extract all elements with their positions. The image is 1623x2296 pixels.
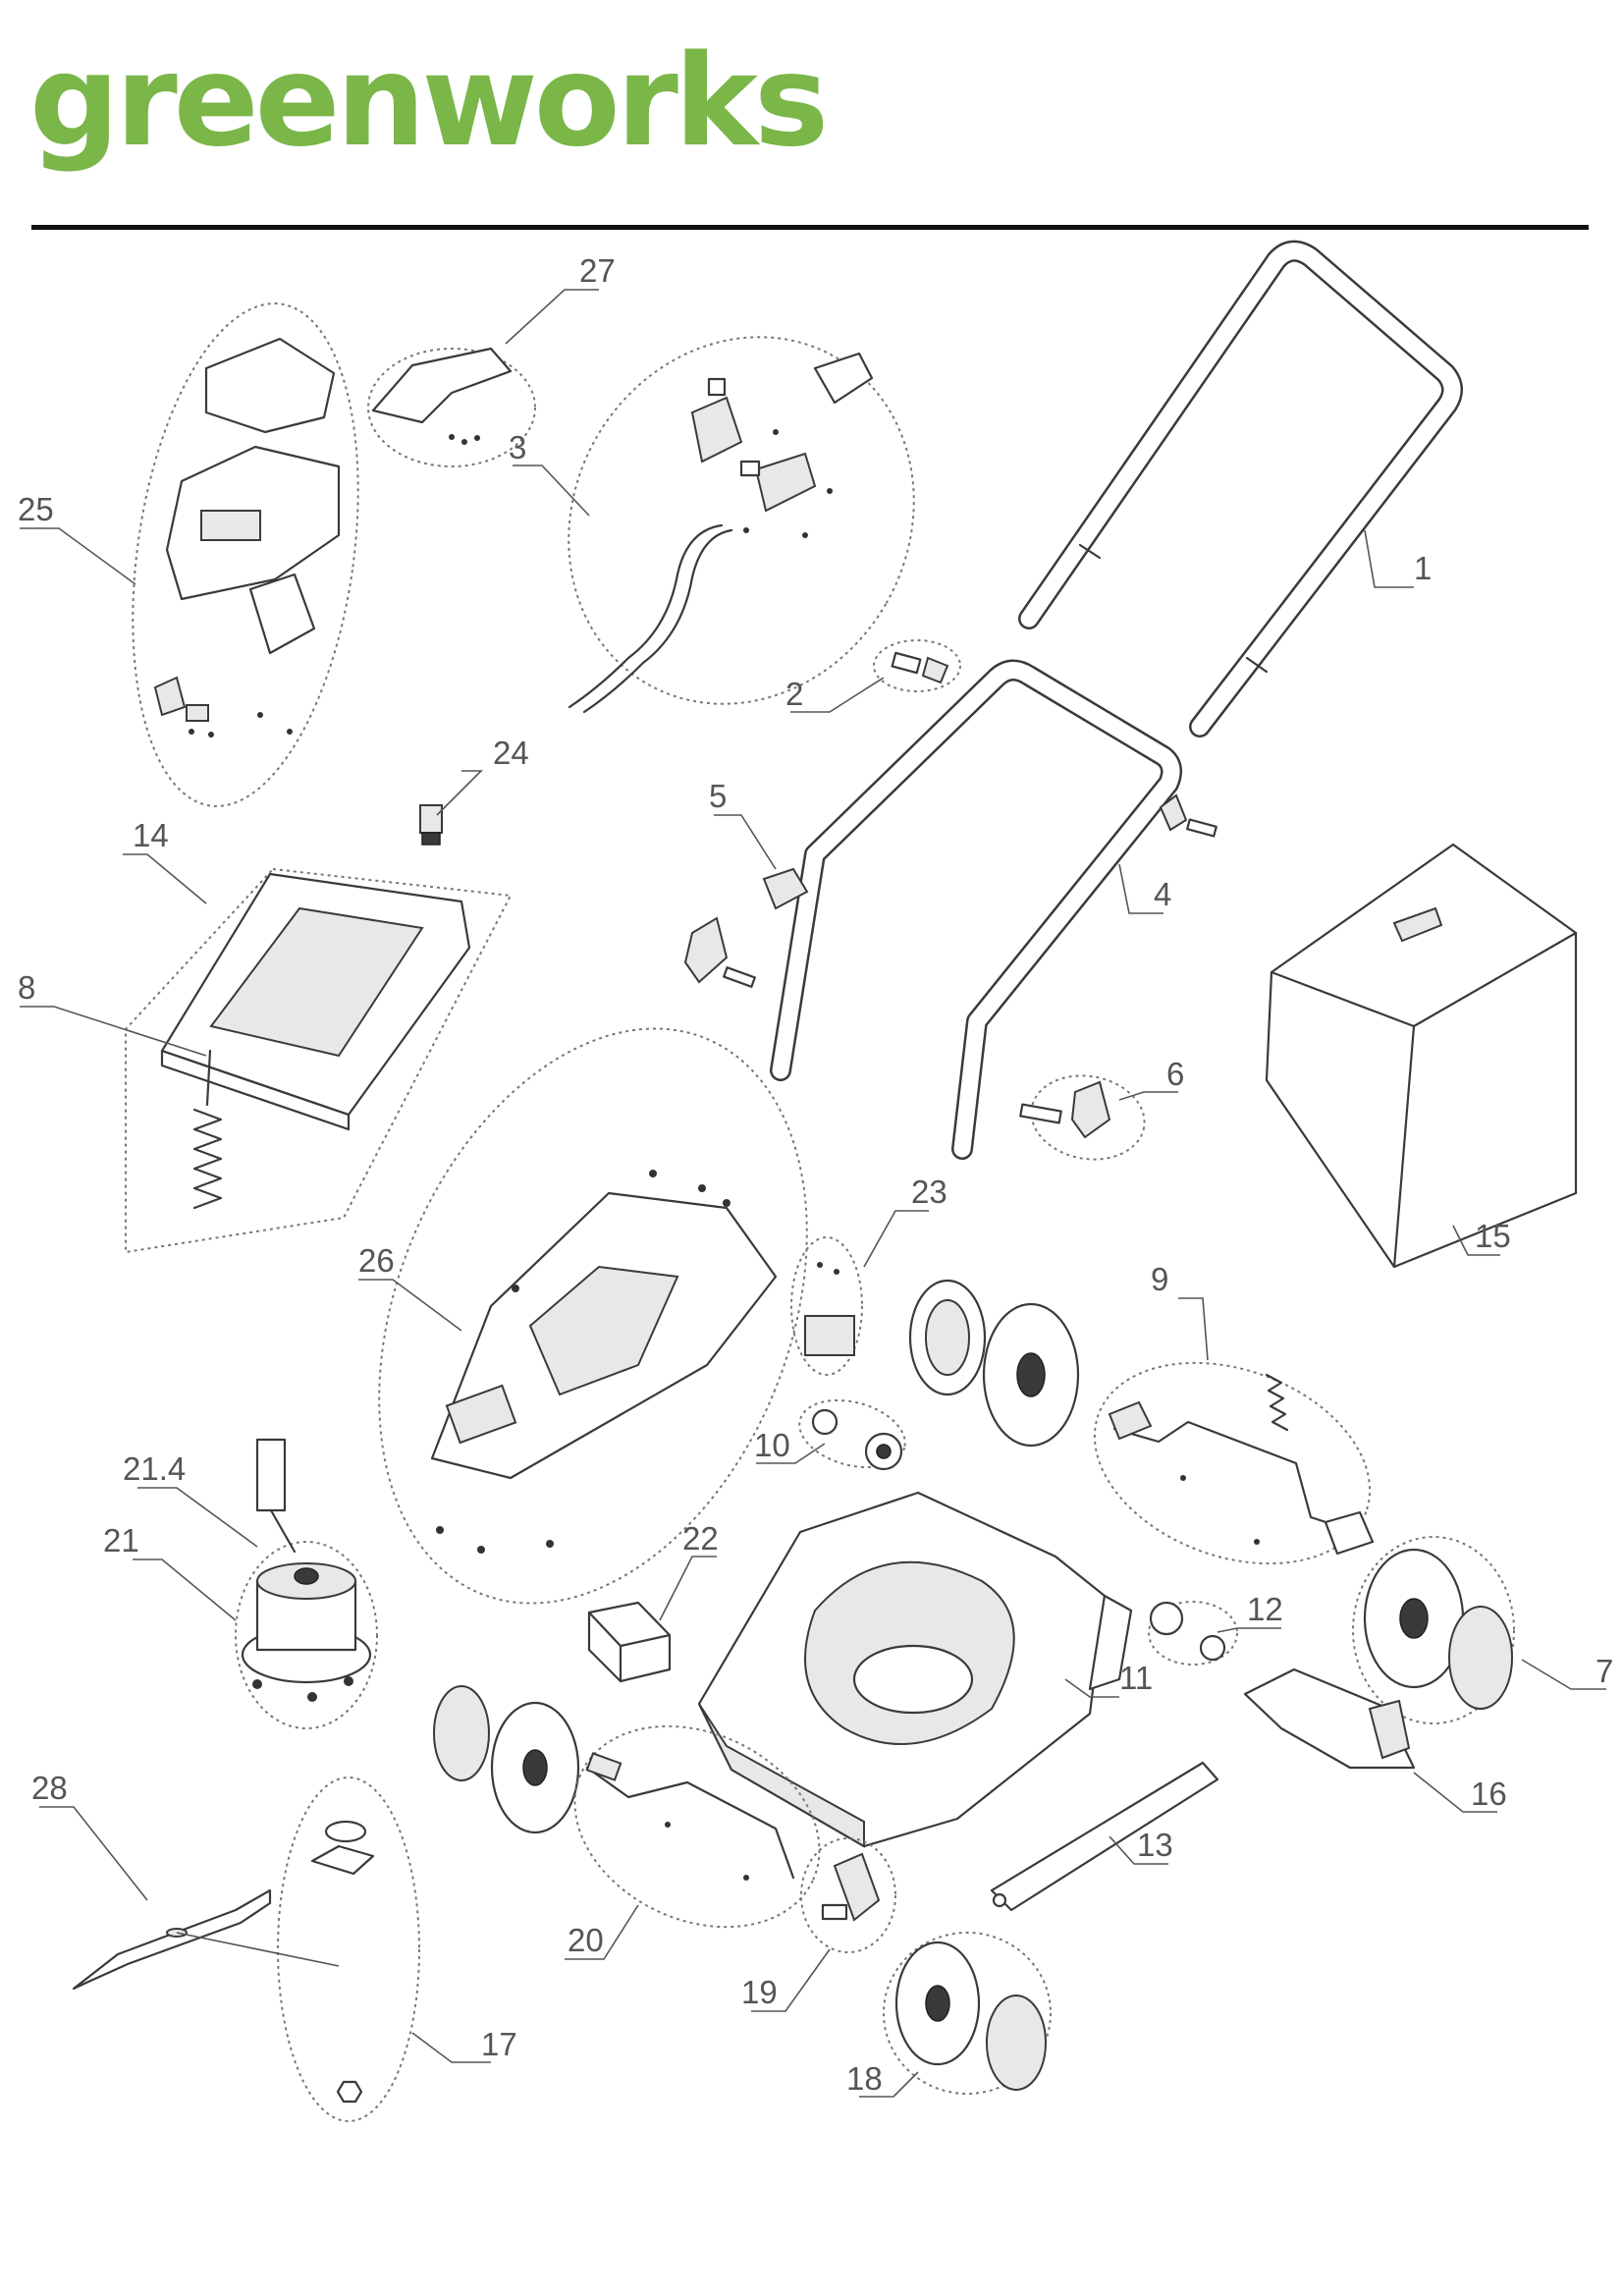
callout-2: 2 — [785, 676, 803, 712]
callout-24: 24 — [493, 735, 529, 771]
part-7-rear-wheel — [1352, 1536, 1515, 1724]
part-12-bushing — [1148, 1601, 1238, 1666]
part-21-motor — [235, 1541, 378, 1729]
callout-7: 7 — [1596, 1653, 1613, 1689]
callout-13: 13 — [1137, 1827, 1173, 1863]
part-23-switch-block — [790, 1236, 863, 1376]
part-10-bushing — [798, 1398, 906, 1471]
part-19-height-lever — [800, 1837, 896, 1953]
part-22-foam-block — [587, 1601, 672, 1683]
callout-21-4: 21.4 — [123, 1450, 186, 1487]
callout-10: 10 — [754, 1427, 790, 1463]
part-20-front-axle — [573, 1724, 821, 1929]
callout-11: 11 — [1119, 1660, 1153, 1696]
callout-4: 4 — [1154, 876, 1171, 912]
callout-23: 23 — [911, 1174, 947, 1210]
callout-28: 28 — [31, 1770, 68, 1806]
callout-9: 9 — [1151, 1261, 1168, 1297]
part-28-blade — [72, 1888, 340, 1991]
callout-20: 20 — [568, 1922, 604, 1958]
callout-12: 12 — [1247, 1591, 1283, 1627]
callout-22: 22 — [682, 1520, 719, 1557]
part-9-rear-axle-assembly — [1093, 1361, 1375, 1565]
part-1-upper-handle — [1018, 240, 1463, 738]
callout-17: 17 — [481, 2026, 517, 2062]
greenworks-logo: greenworks ® — [29, 28, 829, 196]
logo-wordmark: greenworks — [29, 28, 829, 175]
part-4-lower-handle — [770, 659, 1217, 1160]
callout-26: 26 — [358, 1242, 395, 1279]
callout-numbers: 1 2 3 4 5 6 7 8 9 10 11 12 13 14 15 16 1… — [18, 252, 1613, 2097]
registered-mark: ® — [632, 90, 654, 115]
part-13-bracket — [990, 1761, 1219, 1912]
part-5-handle-clip — [683, 867, 809, 988]
part-27-handle-cover — [367, 347, 536, 467]
leader-lines — [20, 289, 1606, 2098]
callout-6: 6 — [1166, 1056, 1184, 1092]
callout-19: 19 — [741, 1974, 778, 2010]
callout-15: 15 — [1475, 1218, 1511, 1254]
part-2-handle-knob — [873, 639, 961, 692]
callout-5: 5 — [709, 778, 727, 814]
part-6-lower-knob — [1019, 1074, 1146, 1161]
callout-18: 18 — [846, 2060, 883, 2097]
wheel-pair-rear-left — [908, 1279, 1080, 1448]
part-14-rear-flap — [125, 867, 513, 1254]
callout-27: 27 — [579, 252, 616, 289]
part-21-4-sensor — [255, 1438, 297, 1554]
callout-25: 25 — [18, 491, 54, 527]
part-26-deck-cover — [378, 1027, 808, 1605]
part-17-blade-hardware — [277, 1777, 420, 2122]
callout-21: 21 — [103, 1522, 139, 1558]
callout-16: 16 — [1471, 1776, 1507, 1812]
callout-8: 8 — [18, 969, 35, 1006]
part-24-connector — [419, 804, 443, 846]
part-16-discharge-chute — [1243, 1667, 1416, 1770]
callout-3: 3 — [509, 429, 526, 465]
callout-14: 14 — [133, 817, 169, 853]
part-11-mower-deck — [697, 1491, 1133, 1848]
part-15-grass-bag — [1265, 843, 1578, 1269]
part-8-spring — [192, 1049, 223, 1210]
front-wheel-pair-left — [433, 1685, 580, 1834]
part-25-battery-cover-assembly — [132, 302, 359, 807]
callout-1: 1 — [1414, 550, 1432, 586]
part-18-front-wheel — [883, 1932, 1052, 2095]
header-rule — [31, 225, 1589, 230]
part-3-switch-assembly — [568, 336, 915, 714]
